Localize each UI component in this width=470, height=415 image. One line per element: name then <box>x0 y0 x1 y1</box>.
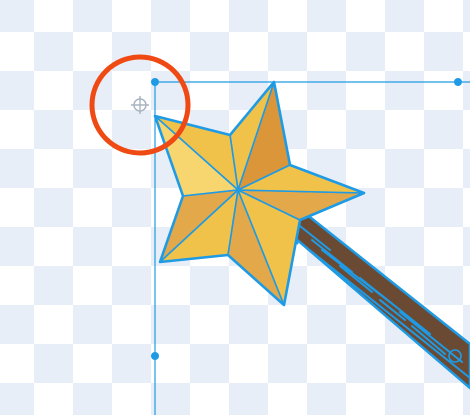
highlight-circle <box>89 54 191 156</box>
top-right-handle[interactable] <box>454 78 462 86</box>
rotation-pivot-icon[interactable] <box>131 96 149 114</box>
top-left-handle[interactable] <box>151 78 159 86</box>
middle-left-handle[interactable] <box>151 352 159 360</box>
wand-star[interactable] <box>153 80 366 307</box>
